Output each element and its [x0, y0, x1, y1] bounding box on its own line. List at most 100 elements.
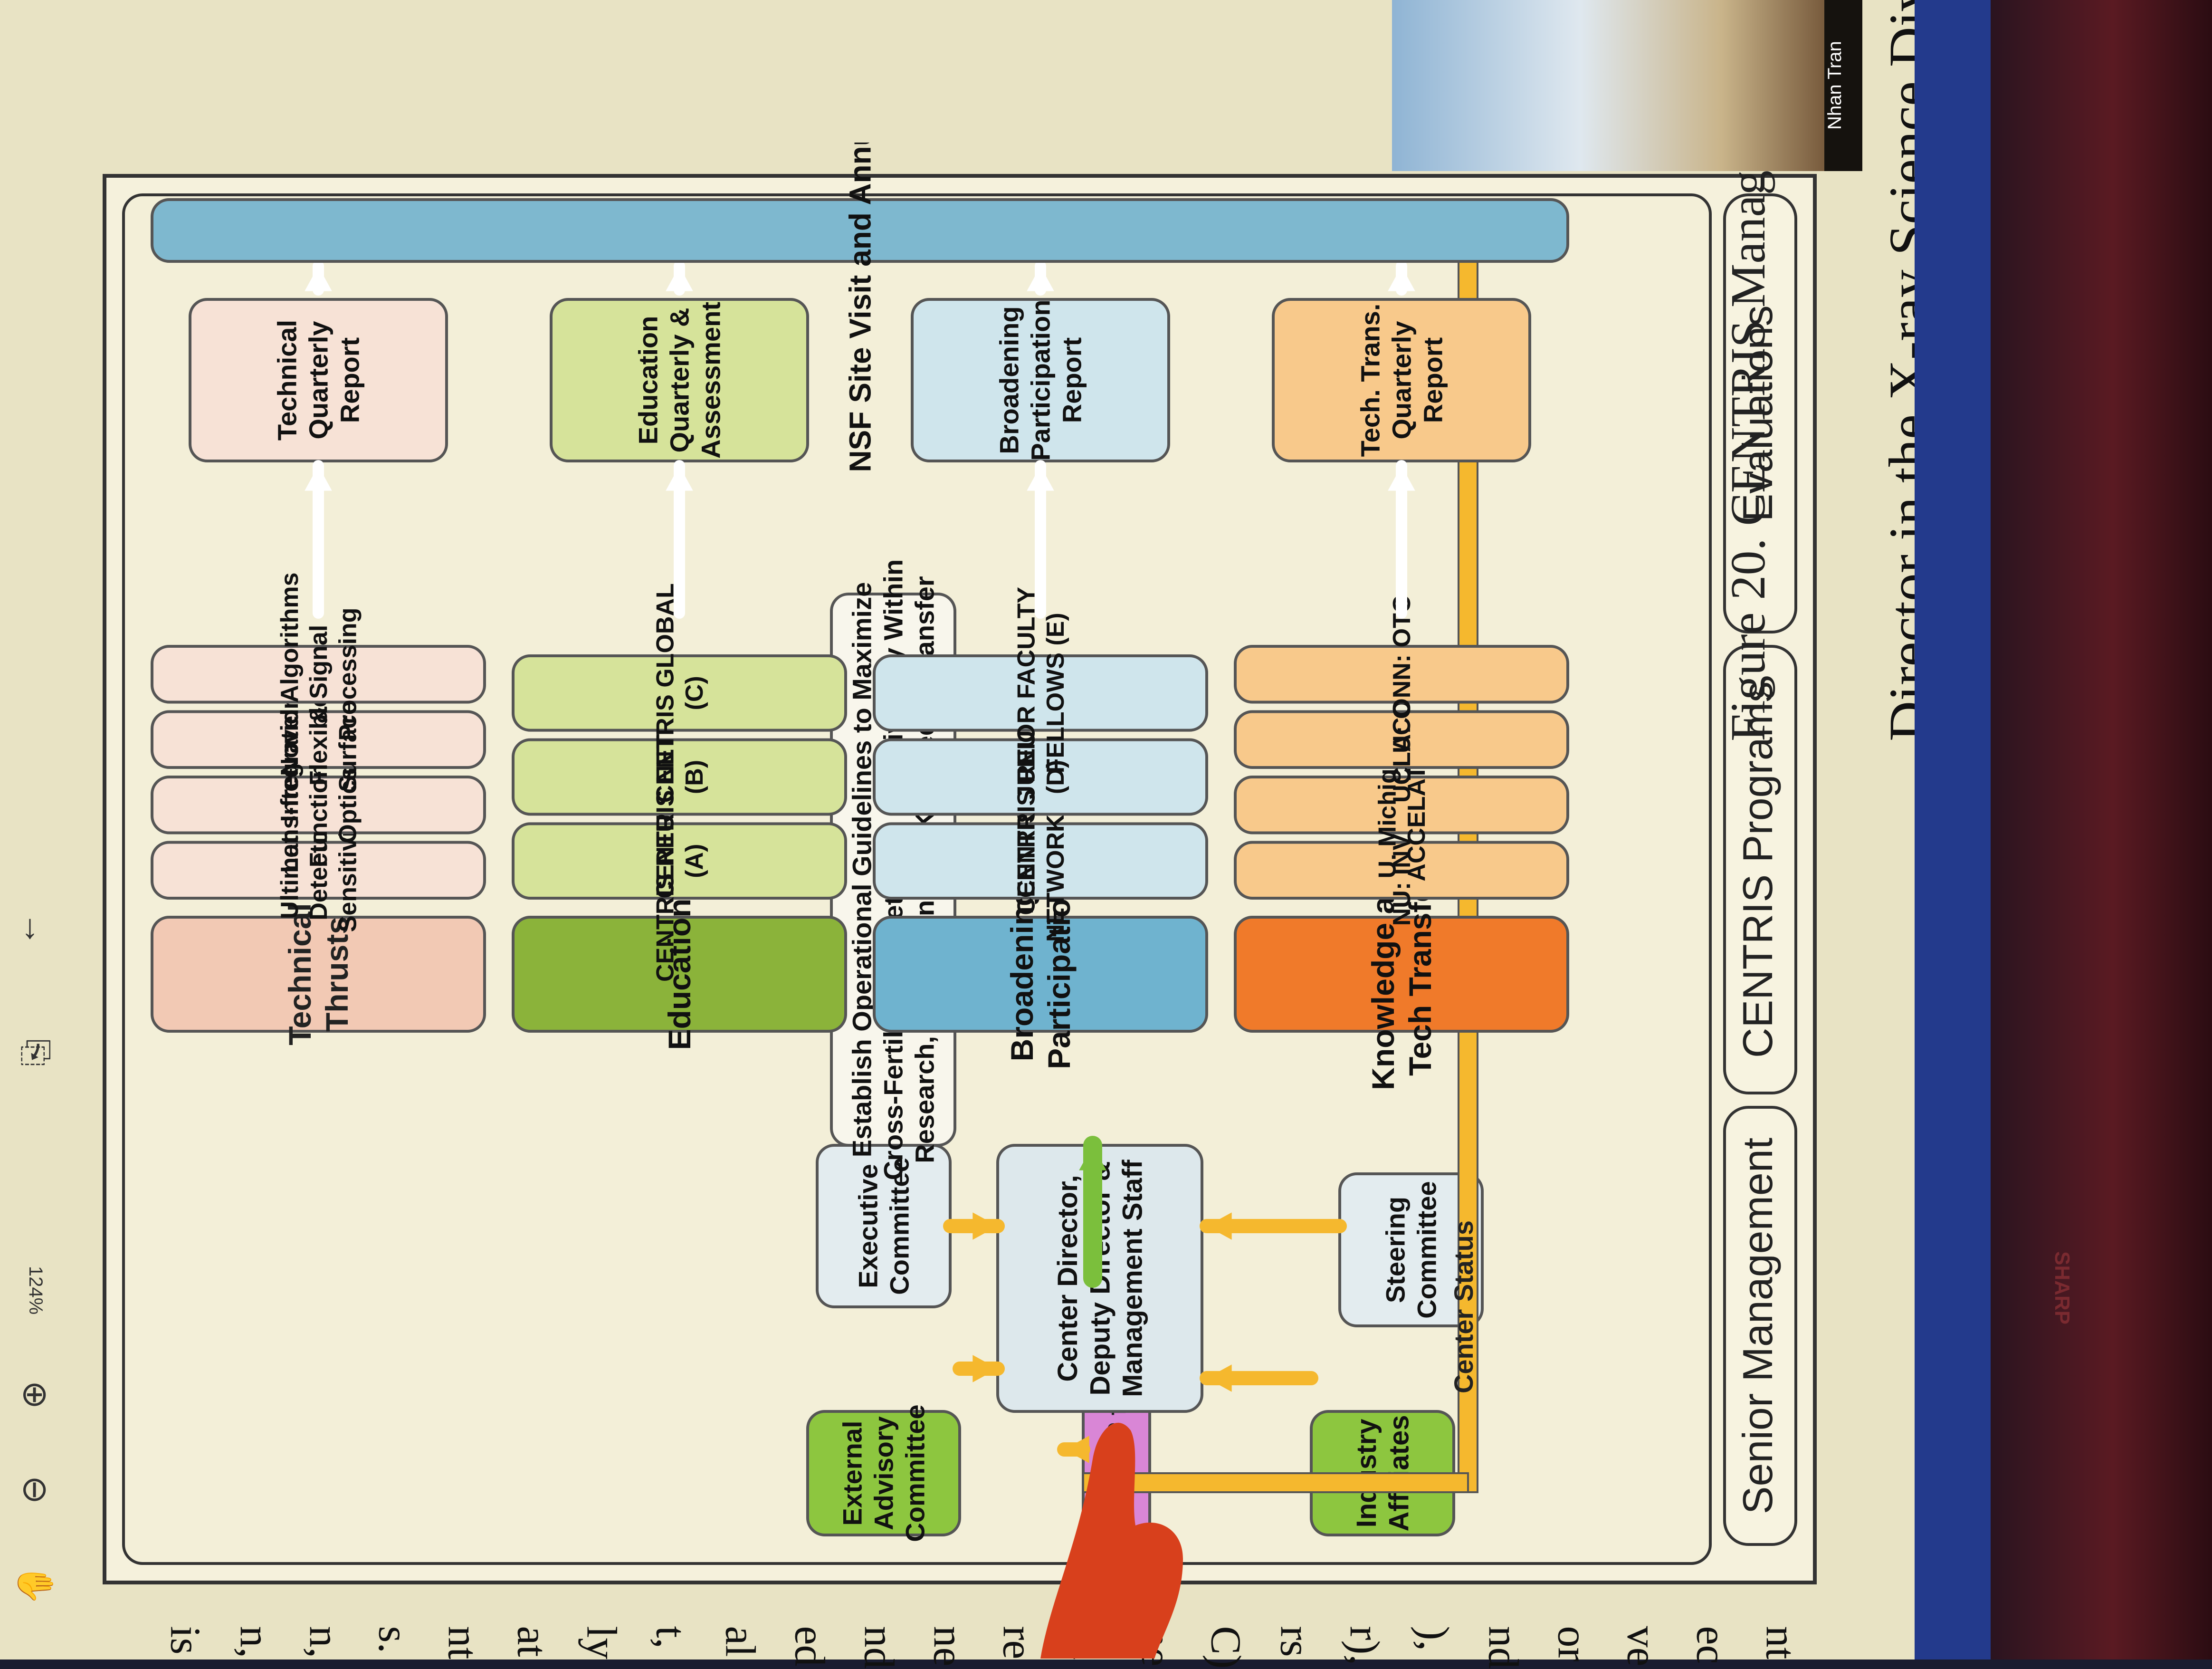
center-director-box-label: Management Staff [1117, 1160, 1148, 1397]
arrow-vp-director-head [1064, 1436, 1089, 1463]
text-fragment: ed [786, 1626, 833, 1667]
program-item [512, 738, 847, 816]
external-advisory-box-label: Committee [900, 1404, 930, 1542]
steering-committee-box-label: Steering [1381, 1197, 1411, 1303]
column-header-label: Thrusts [319, 917, 354, 1032]
report-box-label: Quarterly [304, 321, 334, 440]
monitor-bezel [1991, 0, 2212, 1659]
hand-icon[interactable]: ✋ [16, 1563, 55, 1606]
arrow-to-report-head [1027, 466, 1054, 491]
text-fragment: s. [370, 1626, 417, 1654]
zoom-out-icon[interactable]: ⊖ [16, 1475, 54, 1505]
text-fragment: at [508, 1626, 556, 1657]
program-item [1234, 776, 1569, 834]
text-fragment: C) [1202, 1626, 1249, 1669]
row-label-box [1723, 193, 1797, 633]
row-label-box [1723, 645, 1797, 1094]
program-item [151, 710, 486, 769]
monitor-edge [1915, 0, 1991, 1659]
report-box-label: Tech. Trans. [1355, 304, 1385, 457]
program-item [512, 822, 847, 900]
center-status-riser [1082, 1472, 1469, 1493]
program-item [151, 776, 486, 834]
report-box-label: Report [335, 337, 365, 423]
program-item-label: CENTRIS [1013, 807, 1040, 915]
row-label-0: Senior Management [1734, 1138, 1781, 1514]
pointer-finger [1040, 1422, 1183, 1659]
program-item-label: & Signal [305, 625, 333, 724]
program-item-label: CENTRIS GLOBAL [652, 583, 679, 803]
report-box-label: Broadening [994, 306, 1024, 454]
zoom-level[interactable]: 124% [25, 1266, 47, 1315]
column-header-label: Education [662, 898, 697, 1050]
column-header-label: Broadening [1004, 887, 1039, 1062]
text-fragment: n, [231, 1626, 278, 1659]
arrow-external-director-head [973, 1355, 998, 1382]
report-box-label: Quarterly [1387, 321, 1417, 440]
text-fragment: nt [439, 1626, 486, 1659]
report-box-label: Quarterly & [665, 308, 695, 453]
arrow-to-review-head [666, 266, 693, 291]
text-fragment: nd [1479, 1626, 1527, 1669]
arrow-steering-director-head [1207, 1212, 1232, 1240]
column-header-label: Participation [1041, 879, 1077, 1069]
text-fragment: ly [578, 1626, 625, 1659]
row-label-1: CENTRIS Programs [1734, 681, 1781, 1058]
video-thumbnail[interactable] [1392, 0, 1862, 171]
center-status-label: Center Status [1449, 1220, 1478, 1393]
text-fragment: ), [1410, 1626, 1458, 1651]
column-header-label: Technical [282, 903, 317, 1046]
viewer-toolbar: ✋ ⊖ ⊕ 124% ⎘ → [0, 0, 71, 1659]
program-item-label: Processing [334, 608, 362, 741]
program-item [512, 654, 847, 732]
text-fragment: is [162, 1626, 209, 1655]
column-header [151, 916, 486, 1033]
program-item-label: JUNIOR FACULTY [1013, 587, 1040, 799]
executive-committee-box-label: Executive [853, 1164, 883, 1288]
text-fragment: ve [1618, 1626, 1666, 1667]
steering-committee-box-label: Committee [1412, 1181, 1442, 1318]
nsf-review-bar [151, 198, 1569, 263]
arrow-director-guidelines-head [1079, 1145, 1106, 1170]
arrow-icon[interactable]: → [17, 912, 55, 946]
external-advisory-box-label: Advisory [869, 1416, 899, 1530]
program-item [873, 822, 1208, 900]
program-item-label: Novel Algorithms [276, 572, 304, 776]
report-box-label: Education [633, 316, 663, 445]
arrow-to-report-head [666, 466, 693, 491]
text-fragment: nt [1757, 1626, 1804, 1659]
program-item-label: UCONN: OTC [1388, 595, 1416, 753]
program-item-label: Detector [305, 820, 333, 921]
text-fragment: al [716, 1626, 764, 1657]
text-fragment: t, [647, 1626, 695, 1649]
program-item-label: Optics [334, 767, 362, 844]
column-header [1234, 916, 1569, 1033]
page-icon[interactable]: ⎘ [17, 1039, 55, 1066]
program-item [873, 654, 1208, 732]
column-header-label: Tech Transfer [1402, 873, 1438, 1076]
program-item [1234, 645, 1569, 704]
steering-committee-box [1338, 1172, 1484, 1327]
text-fragment: ec [1688, 1626, 1735, 1664]
text-fragment: ne [925, 1626, 972, 1667]
arrow-to-review-head [305, 266, 332, 291]
program-item-label: (A) [681, 844, 708, 878]
program-item-label: FELLOWS (E) [1042, 613, 1069, 773]
video-participant-name: Nhan Tran [1824, 0, 1862, 171]
executive-committee-box-label: Committee [885, 1157, 915, 1295]
row-label-box [1723, 1106, 1797, 1546]
arrow-to-review-head [1027, 266, 1054, 291]
program-item [151, 841, 486, 900]
arrow-to-review-head [1388, 266, 1415, 291]
program-item-label: Surfaces [334, 687, 362, 792]
program-item [1234, 841, 1569, 900]
zoom-in-icon[interactable]: ⊕ [16, 1380, 54, 1410]
monitor-brand-logo: SHARP [2050, 1251, 2074, 1325]
program-item [873, 738, 1208, 816]
text-fragment: nd [855, 1626, 903, 1669]
program-item-label: (B) [681, 760, 708, 794]
column-header [512, 916, 847, 1033]
arrow-to-report-head [1388, 466, 1415, 491]
row-label-2: Evaluations [1734, 306, 1781, 522]
external-advisory-box-label: External [838, 1421, 868, 1526]
